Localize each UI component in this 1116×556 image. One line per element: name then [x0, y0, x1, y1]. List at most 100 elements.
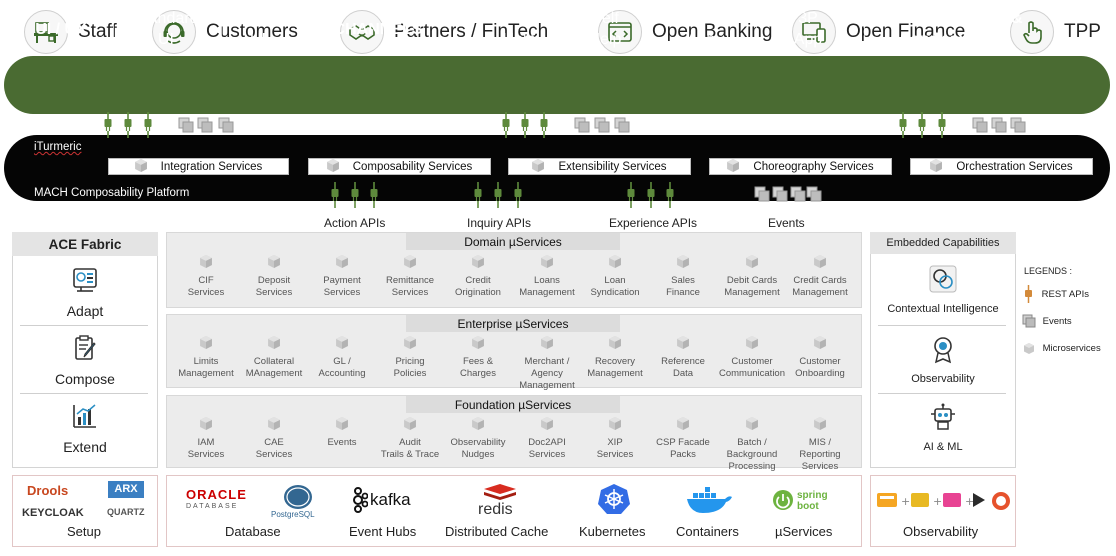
persona-partners: Partners / FinTech	[340, 9, 548, 55]
persona-label: TPP	[1064, 21, 1101, 42]
microservice-cube-icon	[727, 158, 740, 175]
service-label: Debit Cards	[726, 275, 778, 286]
channel-label: Sandbox	[900, 31, 968, 48]
distributed-cache-label: Distributed Cache	[445, 524, 549, 539]
microservice-cube-icon	[336, 417, 348, 434]
service-label: Services	[391, 287, 429, 298]
microservice-cube-icon	[930, 158, 943, 175]
service-label: Integration Services	[160, 160, 263, 173]
service-label: Customer	[731, 356, 773, 367]
microservice-cube-icon	[200, 417, 212, 434]
devices-icon	[792, 10, 836, 54]
extensibility-services-box: Extensibility Services	[508, 158, 691, 175]
boot-logo-text: boot	[797, 501, 819, 512]
rest-api-plug-icon	[331, 182, 339, 208]
service-label: Doc2API	[528, 437, 566, 448]
service-label: Services	[596, 449, 634, 460]
rest-api-plug-icon	[627, 182, 635, 208]
channel-label: Help	[588, 31, 622, 48]
ace-fabric-panel	[12, 232, 158, 468]
microservice-cube-icon	[1024, 343, 1034, 354]
rest-api-plug-icon	[918, 112, 926, 138]
legend-label: Microservices	[1042, 343, 1101, 355]
postgresql-elephant-icon	[275, 482, 321, 521]
hand-pointer-icon	[1010, 10, 1054, 54]
service-label: Services	[323, 287, 361, 298]
observability-label: Observability	[903, 524, 979, 539]
orchestration-services-box: Orchestration Services	[910, 158, 1093, 175]
event-stack-icon	[1022, 314, 1036, 328]
channel-label: API Exchange &	[900, 10, 1023, 27]
service-label: IAM	[197, 437, 215, 448]
microservice-cube-icon	[541, 417, 553, 434]
event-stack-icon	[574, 117, 590, 138]
persona-label: Partners / FinTech	[394, 21, 549, 42]
service-label: CIF	[198, 275, 214, 286]
microservice-cube-icon	[746, 336, 758, 353]
service-label: Credit Cards	[793, 275, 847, 286]
events-label: Events	[768, 216, 805, 230]
observability-tools-panel	[870, 475, 1016, 547]
enterprise-service-item: Fees &Charges	[444, 336, 512, 380]
microservice-cube-icon	[200, 336, 212, 353]
service-label: XIP	[607, 437, 623, 448]
redis-icon	[482, 483, 518, 508]
service-label: Orchestration Services	[956, 160, 1073, 173]
service-label: GL /	[333, 356, 351, 367]
service-label: Payment	[323, 275, 361, 286]
microservice-cube-icon	[609, 255, 621, 272]
event-hubs-label: Event Hubs	[349, 524, 417, 539]
ace-item-adapt: Adapt	[12, 266, 158, 319]
event-stack-icon	[991, 117, 1007, 138]
service-label: Sales	[671, 275, 695, 286]
postgresql-logo: PostgreSQL	[271, 510, 315, 519]
service-label: Charges	[460, 368, 496, 379]
service-label: Packs	[670, 449, 696, 460]
composability-services-box: Composability Services	[308, 158, 491, 175]
service-label: Trails & Trace	[380, 449, 440, 460]
service-label: Accounting	[318, 368, 366, 379]
microservice-cube-icon	[268, 336, 280, 353]
service-label: CAE	[264, 437, 284, 448]
code-window-icon	[598, 10, 642, 54]
channel-separator	[456, 6, 457, 52]
action-apis-label: Action APIs	[324, 216, 386, 230]
rest-api-plug-icon	[474, 182, 482, 208]
event-stack-icon	[772, 186, 788, 207]
microservice-cube-icon	[336, 255, 348, 272]
channel-label: Standard	[133, 10, 199, 27]
channel-channels: CHANNELS	[318, 0, 438, 58]
svg-text:+: +	[933, 495, 942, 508]
experience-apis-label: Experience APIs	[609, 216, 698, 230]
channel-separator	[864, 6, 865, 52]
svg-text:+: +	[965, 495, 974, 508]
divider	[878, 393, 1006, 394]
microservice-cube-icon	[814, 336, 826, 353]
microservice-cube-icon	[404, 336, 416, 353]
microservice-cube-icon	[404, 417, 416, 434]
venn-icon	[928, 264, 958, 299]
channel-separator	[221, 6, 222, 52]
robot-icon	[928, 402, 958, 437]
svg-text:+: +	[901, 495, 910, 508]
service-label: Remittance	[385, 275, 435, 286]
service-label: Management	[178, 368, 234, 379]
event-stack-icon	[1010, 117, 1026, 138]
ace-item-label: Compose	[55, 371, 115, 387]
microservices-label: µServices	[775, 524, 833, 539]
service-label: Onboarding	[795, 368, 845, 379]
